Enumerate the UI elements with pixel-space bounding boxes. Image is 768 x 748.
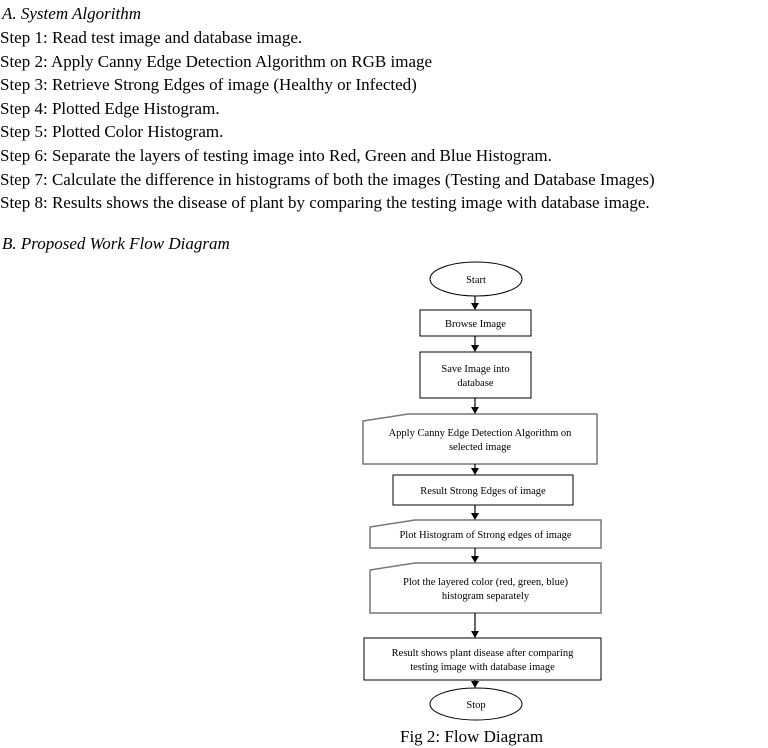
step-6: Step 6: Separate the layers of testing i… [0,145,552,165]
node-result-label: Result shows plant disease after compari… [392,648,574,659]
node-plot-color-label: Plot the layered color (red, green, blue… [403,577,569,588]
node-save-box [419,351,532,399]
node-canny-label: selected image [449,442,511,453]
node-canny-manual-input [362,413,598,465]
figure-caption: Fig 2: Flow Diagram [400,727,544,746]
step-3: Step 3: Retrieve Strong Edges of image (… [0,75,417,95]
node-edges-label: Result Strong Edges of image [420,486,546,497]
step-4: Step 4: Plotted Edge Histogram. [0,98,220,118]
arrow-head-icon [471,345,479,352]
step-1: Step 1: Read test image and database ima… [0,28,303,47]
node-plot-color-label: histogram separately [442,591,530,602]
section-a-heading: A. System Algorithm [2,4,141,23]
node-canny-label: Apply Canny Edge Detection Algorithm on [389,428,573,439]
node-stop-terminator [429,687,523,721]
node-plot-hist-manual-input [369,519,602,549]
node-result-box [363,637,602,681]
node-stop-label: Stop [466,700,485,711]
node-browse-label: Browse Image [445,319,506,330]
arrow-head-icon [471,468,479,475]
arrow-head-icon [471,407,479,414]
node-result-label: testing image with database image [410,662,555,673]
arrow-head-icon [471,303,479,310]
arrow-head-icon [471,513,479,520]
node-save-label: database [457,378,493,389]
section-b-heading: B. Proposed Work Flow Diagram [2,234,230,253]
node-browse-box [419,309,532,337]
arrow-head-icon [471,681,479,688]
node-start-terminator [429,261,523,297]
node-start-label: Start [466,275,486,286]
node-plot-color-manual-input [369,562,602,614]
arrow-head-icon [471,556,479,563]
arrow-head-icon [471,631,479,638]
step-2: Step 2: Apply Canny Edge Detection Algor… [0,51,433,71]
step-8: Step 8: Results shows the disease of pla… [0,193,650,213]
node-edges-box [392,474,574,506]
node-plot-hist-label: Plot Histogram of Strong edges of image [399,530,571,541]
step-5: Step 5: Plotted Color Histogram. [0,122,224,142]
algorithm-steps: Step 1: Read test image and database ima… [0,26,655,215]
node-save-label: Save Image into [441,364,509,375]
step-7: Step 7: Calculate the difference in hist… [0,169,655,189]
